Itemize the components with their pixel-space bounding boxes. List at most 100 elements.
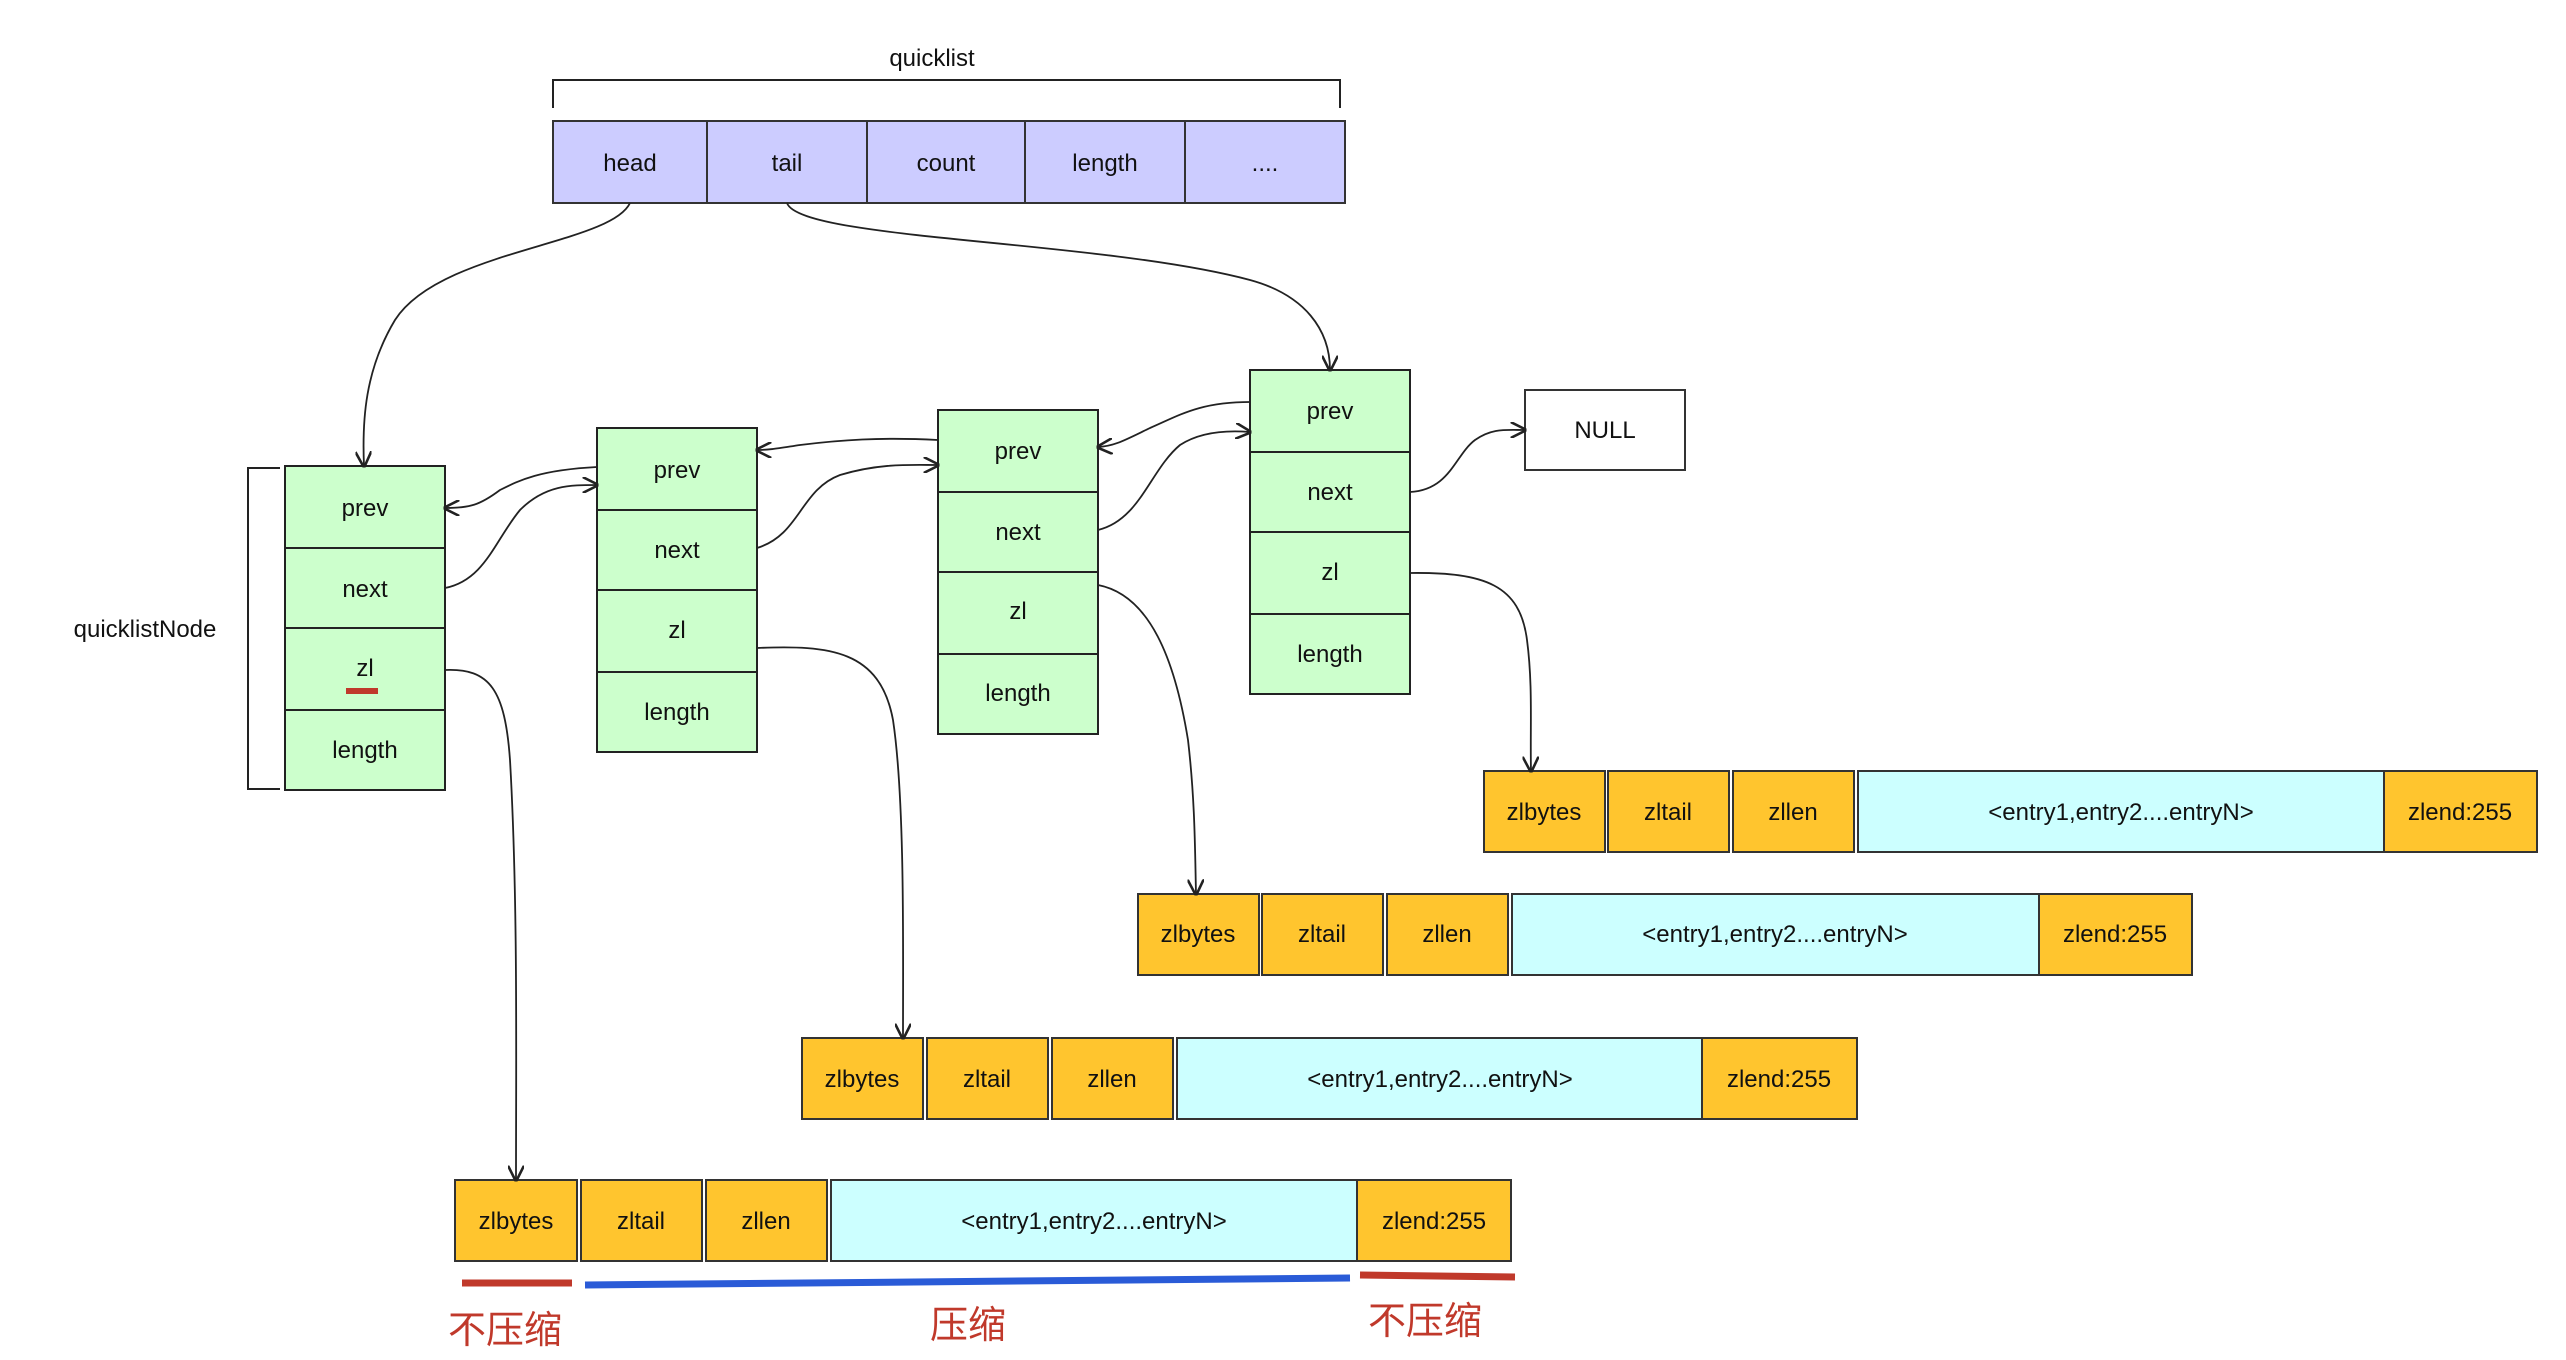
quicklist-node-label: quicklistNode <box>74 616 217 643</box>
ziplist4-zllen <box>1732 770 1855 853</box>
node3-zl-to-ziplist3-arrow <box>1097 584 1196 894</box>
node2-zl-to-ziplist2-arrow <box>756 646 903 1038</box>
node1-next-to-node2-arrow <box>444 485 597 589</box>
ziplist-2: zlbytes zltail zllen <entry1,entry2....e… <box>801 1037 1858 1120</box>
node2-length-label: length <box>644 699 709 726</box>
node3-prev-to-node2-arrow <box>757 437 939 450</box>
not-compressed-label-right: 不压缩 <box>1368 1301 1482 1343</box>
null-label: NULL <box>1574 417 1635 444</box>
ziplist2-zllen-label: zllen <box>1087 1066 1136 1093</box>
node1-length-label: length <box>332 737 397 764</box>
quicklist-bracket <box>552 79 1341 108</box>
ziplist1-zltail-label: zltail <box>617 1208 665 1235</box>
ziplist-4: zlbytes zltail zllen <entry1,entry2....e… <box>1483 770 2538 853</box>
ziplist4-zltail <box>1607 770 1730 853</box>
quicklist-field-tail <box>706 120 868 204</box>
ziplist1-zlbytes-label: zlbytes <box>479 1208 554 1235</box>
zl-highlight-underline <box>346 688 378 694</box>
ziplist2-zllen <box>1051 1037 1174 1120</box>
node3-zl-label: zl <box>1009 598 1026 625</box>
node1-zl-to-ziplist1-arrow <box>444 669 516 1180</box>
ziplist1-zllen <box>705 1179 828 1262</box>
node2-length-cell <box>596 671 758 753</box>
null-box <box>1524 389 1686 471</box>
node1-prev-label: prev <box>342 495 389 522</box>
ziplist3-entries-label: <entry1,entry2....entryN> <box>1642 921 1907 948</box>
node4-next-cell <box>1249 451 1411 533</box>
ziplist3-zllen <box>1386 893 1509 976</box>
quicklist-length-label: length <box>1072 150 1137 177</box>
ziplist3-zllen-label: zllen <box>1422 921 1471 948</box>
node4-next-label: next <box>1307 479 1353 506</box>
quicklist-head-label: head <box>603 150 656 177</box>
quicklist-node-3: prev next zl length <box>937 409 1099 735</box>
ziplist3-zlbytes <box>1137 893 1260 976</box>
node4-length-cell <box>1249 613 1411 695</box>
ziplist3-zlbytes-label: zlbytes <box>1161 921 1236 948</box>
node3-prev-cell <box>937 409 1099 493</box>
ziplist1-zlend <box>1356 1179 1512 1262</box>
quicklist-tail-label: tail <box>772 150 803 177</box>
node2-zl-label: zl <box>668 617 685 644</box>
node1-prev-cell <box>284 465 446 549</box>
ziplist1-zllen-label: zllen <box>741 1208 790 1235</box>
node4-zl-label: zl <box>1321 559 1338 586</box>
node1-length-cell <box>284 709 446 791</box>
quicklist-field-count <box>866 120 1026 204</box>
ziplist4-zlend-label: zlend:255 <box>2408 799 2512 826</box>
quicklist-struct: quicklist head tail count length .... <box>552 45 1346 204</box>
ziplist3-zlend <box>2038 893 2193 976</box>
ziplist4-zltail-label: zltail <box>1644 799 1692 826</box>
not-compressed-label-left: 不压缩 <box>448 1310 562 1352</box>
tail-to-node4-arrow <box>786 202 1330 370</box>
node3-next-label: next <box>995 519 1041 546</box>
node2-next-cell <box>596 509 758 591</box>
ziplist2-entries-label: <entry1,entry2....entryN> <box>1307 1066 1572 1093</box>
ziplist4-entries-label: <entry1,entry2....entryN> <box>1988 799 2253 826</box>
node4-zl-to-ziplist4-arrow <box>1409 572 1531 771</box>
node2-prev-cell <box>596 427 758 511</box>
ziplist4-zlend <box>2383 770 2538 853</box>
ziplist3-zltail-label: zltail <box>1298 921 1346 948</box>
node2-next-label: next <box>654 537 700 564</box>
ziplist2-zlend-label: zlend:255 <box>1727 1066 1831 1093</box>
quicklist-field-more <box>1184 120 1346 204</box>
pointer-arrows <box>364 202 1531 1180</box>
ziplist1-zltail <box>580 1179 703 1262</box>
node2-prev-to-node1-arrow <box>445 466 598 508</box>
head-to-node1-arrow <box>364 202 631 466</box>
quicklist-node-bracket <box>247 467 280 790</box>
node3-zl-cell <box>937 571 1099 655</box>
quicklist-more-label: .... <box>1252 150 1279 177</box>
ziplist1-entries <box>830 1179 1358 1262</box>
ziplist2-entries <box>1176 1037 1703 1120</box>
node3-prev-label: prev <box>995 438 1042 465</box>
node4-next-to-null-arrow <box>1409 430 1525 493</box>
quicklist-node-4: prev next zl length <box>1249 369 1411 695</box>
ziplist3-entries <box>1511 893 2040 976</box>
node2-prev-label: prev <box>654 457 701 484</box>
ziplist4-zlbytes <box>1483 770 1606 853</box>
quicklist-label: quicklist <box>889 45 975 72</box>
ziplist2-zltail <box>926 1037 1049 1120</box>
node4-zl-cell <box>1249 531 1411 615</box>
ziplist1-zlend-label: zlend:255 <box>1382 1208 1486 1235</box>
ziplist2-zlend <box>1701 1037 1858 1120</box>
node3-length-label: length <box>985 680 1050 707</box>
node2-next-to-node3-arrow <box>756 465 938 549</box>
compressed-label: 压缩 <box>930 1305 1006 1347</box>
ziplist2-zlbytes <box>801 1037 924 1120</box>
node4-length-label: length <box>1297 641 1362 668</box>
ziplist3-zltail <box>1261 893 1384 976</box>
ziplist4-zllen-label: zllen <box>1768 799 1817 826</box>
quicklist-field-head <box>552 120 708 204</box>
ziplist4-zlbytes-label: zlbytes <box>1507 799 1582 826</box>
quicklist-node-2: prev next zl length <box>596 427 758 753</box>
node4-prev-to-node3-arrow <box>1098 401 1251 447</box>
ziplist2-zlbytes-label: zlbytes <box>825 1066 900 1093</box>
not-compressed-line-right <box>1359 1271 1516 1281</box>
compressed-line <box>584 1274 1351 1289</box>
quicklist-count-label: count <box>917 150 976 177</box>
node3-next-to-node4-arrow <box>1097 431 1250 531</box>
